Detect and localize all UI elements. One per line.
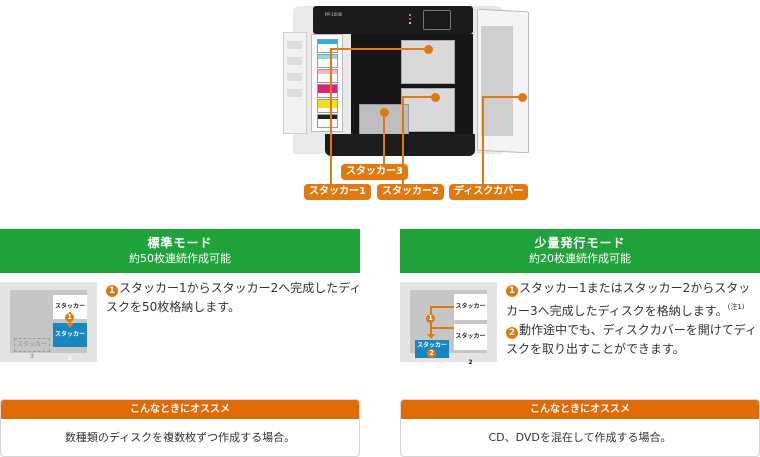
diagram-stacker1: スタッカー1 — [454, 294, 487, 336]
standard-mode-diagram: スタッカー1 スタッカー2 スタッカー3 1 — [0, 282, 97, 362]
status-led — [409, 18, 411, 20]
mode-title: 少量発行モード — [534, 236, 626, 250]
mode-subtitle: 約50枚連続作成可能 — [129, 252, 231, 265]
callout-tag-stacker2: スタッカー2 — [377, 184, 444, 200]
step-1-badge: 1 — [506, 285, 518, 297]
recommend-text: 数種類のディスクを複数枚ずつ作成する場合。 — [64, 431, 296, 444]
status-led — [409, 14, 411, 16]
ink-cartridge-black — [317, 114, 338, 128]
diagram-step-2-badge: 2 — [427, 349, 436, 358]
recommend-header: こんなときにオススメ — [401, 400, 759, 419]
diagram-arrow — [430, 306, 454, 308]
footnote-ref: (注1) — [727, 303, 745, 311]
callout-dot-stacker3 — [380, 108, 389, 117]
ink-cartridge-light-cyan — [317, 54, 338, 68]
mode-subtitle: 約20枚連続作成可能 — [529, 252, 631, 265]
callout-line-disc-cover — [482, 96, 484, 185]
mode-header-standard: 標準モード 約50枚連続作成可能 — [0, 229, 360, 273]
diagram-step-1-badge: 1 — [426, 314, 435, 323]
callout-dot-disc-cover — [518, 93, 527, 102]
ink-cartridge-bay — [311, 34, 343, 132]
recommend-text: CD、DVDを混在して作成する場合。 — [488, 431, 672, 444]
callout-tag-stacker3: スタッカー3 — [341, 164, 408, 180]
diagram-arrow — [430, 327, 454, 329]
status-led — [409, 22, 411, 24]
step-2-text: 動作途中でも、ディスクカバーを開けてディスクを取り出すことができます。 — [506, 323, 757, 356]
callout-line-stacker3 — [383, 112, 385, 165]
printer-side-label-panel — [283, 32, 307, 134]
ink-cartridge-light-magenta — [317, 69, 338, 83]
mode-title: 標準モード — [147, 236, 213, 250]
callout-line-stacker1 — [330, 48, 332, 185]
small-lot-mode-diagram: スタッカー1 スタッカー2 スタッカー3 1 2 — [400, 282, 497, 366]
step-2-badge: 2 — [506, 327, 518, 339]
callout-line-stacker2 — [402, 96, 404, 185]
diagram-stacker2: スタッカー2 — [454, 324, 487, 366]
callout-dot-stacker1 — [424, 45, 433, 54]
ink-cartridge-yellow — [317, 99, 338, 113]
printer-base — [325, 134, 475, 156]
callout-line-stacker1 — [330, 48, 427, 50]
recommend-header: こんなときにオススメ — [1, 400, 359, 419]
step-1-badge: 1 — [106, 285, 118, 297]
diagram-stacker3-inactive: スタッカー3 — [14, 338, 50, 360]
callout-line-disc-cover — [482, 96, 522, 98]
printer-control-panel: PP-100III — [313, 6, 473, 34]
printer-illustration: PP-100III — [283, 0, 533, 165]
printer-button-panel — [423, 10, 451, 30]
disc-cover-inner — [481, 26, 513, 136]
callout-tag-stacker1: スタッカー1 — [304, 184, 371, 200]
step-1-text: スタッカー1またはスタッカー2からスタッカー3へ完成したディスクを格納します。 — [506, 281, 751, 318]
callout-tag-disc-cover: ディスクカバー — [449, 184, 529, 200]
stacker-2-bin — [401, 88, 455, 132]
step-1-text: スタッカー1からスタッカー2へ完成したディスクを50枚格納します。 — [106, 281, 362, 314]
printer-model-label: PP-100III — [325, 12, 343, 17]
ink-cartridge-cyan — [317, 39, 338, 53]
callout-line-stacker2 — [402, 96, 435, 98]
mode-header-small-lot: 少量発行モード 約20枚連続作成可能 — [400, 229, 760, 273]
ink-cartridge-magenta — [317, 84, 338, 98]
diagram-arrow-head — [66, 323, 74, 328]
diagram-arrow-head — [427, 334, 435, 339]
recommend-box-small-lot: こんなときにオススメ CD、DVDを混在して作成する場合。 — [400, 399, 760, 457]
callout-dot-stacker2 — [431, 93, 440, 102]
diagram-step-1-badge: 1 — [65, 313, 74, 322]
recommend-box-standard: こんなときにオススメ 数種類のディスクを複数枚ずつ作成する場合。 — [0, 399, 360, 457]
